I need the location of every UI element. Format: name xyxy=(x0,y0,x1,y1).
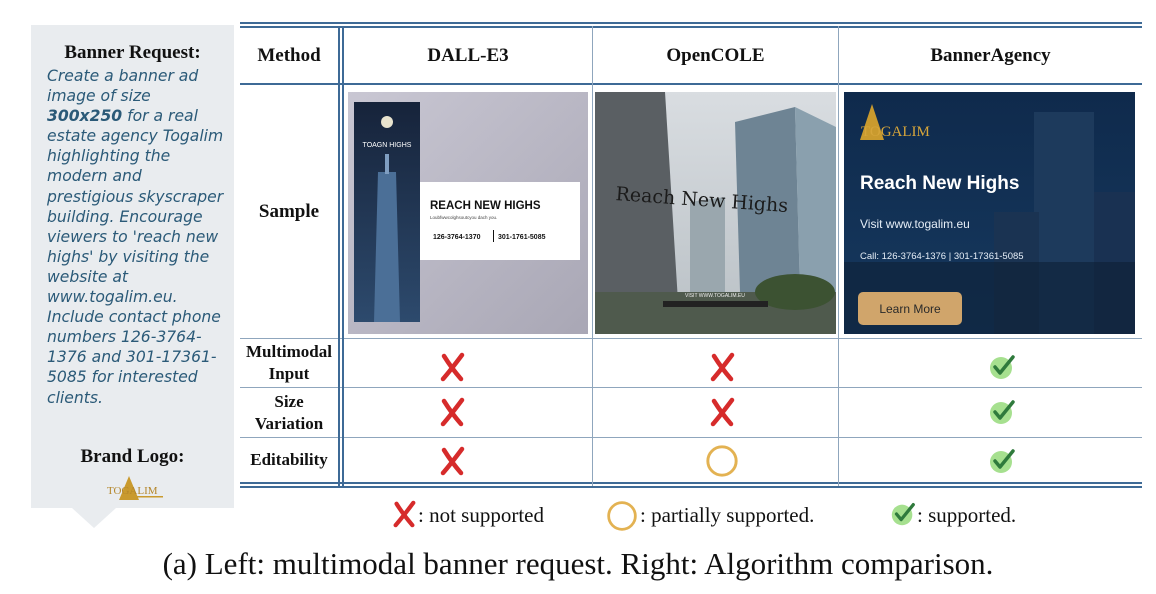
brand-logo-title: Brand Logo: xyxy=(80,446,185,467)
support-check-icon xyxy=(987,352,1017,387)
row-label-size-variation: Size Variation xyxy=(254,391,324,433)
opencole-footer-text: VISIT WWW.TOGALIM.EU xyxy=(685,293,745,299)
request-size: 300x250 xyxy=(47,107,123,126)
dalle-tower-title: TOAGN HIGHS xyxy=(363,142,412,149)
support-cross-icon xyxy=(707,397,737,432)
dalle3-sample-image: TOAGN HIGHS REACH NEW HIGHS Loubfwwcolgh… xyxy=(348,92,588,334)
opencole-trees xyxy=(755,274,835,310)
header-rule xyxy=(240,83,1142,85)
banneragency-logo-text: TOGALIM xyxy=(861,124,930,140)
dalle-headline: REACH NEW HIGHS xyxy=(430,200,541,212)
table-top-rule xyxy=(240,26,1142,28)
banner-request-panel: Banner Request: Create a banner ad image… xyxy=(31,25,234,508)
header-dalle3: DALL-E3 xyxy=(427,44,509,66)
support-circle-icon xyxy=(705,444,739,483)
header-opencole: OpenCOLE xyxy=(666,44,765,66)
dalle-info-card xyxy=(420,182,580,260)
banner-request-title: Banner Request: xyxy=(64,42,201,63)
row-divider xyxy=(240,387,1142,388)
column-divider xyxy=(592,26,593,486)
dalle-phone-b: 301-1761-5085 xyxy=(498,234,546,241)
row-label-multimodal-input: Multimodal Input xyxy=(246,342,332,383)
table-bottom-rule xyxy=(240,482,1142,484)
support-cross-icon xyxy=(437,397,467,432)
support-check-icon xyxy=(987,446,1017,481)
legend-not-supported: : not supported xyxy=(418,503,544,527)
banner-request-text: Create a banner ad image of size 300x250… xyxy=(47,66,227,408)
dalle-phone-divider xyxy=(493,230,494,242)
column-divider xyxy=(838,26,839,486)
support-check-icon xyxy=(987,397,1017,432)
table-bottom-rule xyxy=(240,486,1142,488)
banneragency-sample-image: TOGALIM Reach New Highs Visit www.togali… xyxy=(844,92,1135,334)
support-cross-icon xyxy=(707,352,737,387)
table-top-rule xyxy=(240,22,1142,24)
header-banneragency: BannerAgency xyxy=(930,44,1051,66)
banneragency-visit-text: Visit www.togalim.eu xyxy=(860,217,970,231)
row-label-sample: Sample xyxy=(258,200,320,222)
banneragency-call-text: Call: 126-3764-1376 | 301-17361-5085 xyxy=(860,251,1024,262)
legend-supported: : supported. xyxy=(917,503,1017,527)
figure-caption: (a) Left: multimodal banner request. Rig… xyxy=(162,546,994,581)
banneragency-learn-more-button xyxy=(858,292,962,325)
opencole-mid-building xyxy=(690,197,725,292)
method-column-rule xyxy=(342,26,344,486)
legend-partially-supported: : partially supported. xyxy=(640,503,815,527)
opencole-footer-bar xyxy=(663,301,768,307)
support-cross-icon xyxy=(437,352,467,387)
opencole-glass-tower-side xyxy=(795,107,836,302)
row-divider xyxy=(240,437,1142,438)
legend-check-icon xyxy=(889,500,917,533)
dalle-phone-a: 126-3764-1370 xyxy=(433,234,481,241)
row-divider xyxy=(240,338,1142,339)
request-text-part: for a real estate agency Togalim highlig… xyxy=(47,107,224,407)
dalle-moon-shape xyxy=(381,116,393,128)
speech-bubble-tail xyxy=(72,508,116,528)
dalle-subtext: Loubfwwcolghsoutcyou dach you. xyxy=(430,215,497,220)
opencole-sample-image: Reach New Highs VISIT WWW.TOGALIM.EU xyxy=(595,92,836,334)
brand-logo: TOGALIM xyxy=(107,476,163,500)
logo-triangle-shape xyxy=(119,476,139,500)
dalle-spire-shape xyxy=(385,154,389,174)
support-cross-icon xyxy=(437,446,467,481)
legend-cross-icon xyxy=(390,500,418,533)
header-method: Method xyxy=(257,44,321,66)
logo-underline xyxy=(133,496,163,498)
comparison-table: Method DALL-E3 OpenCOLE BannerAgency Sam… xyxy=(240,22,1142,488)
method-column-rule xyxy=(338,26,340,486)
banneragency-logo-shape xyxy=(860,104,884,140)
legend-circle-icon xyxy=(606,500,638,537)
banneragency-learn-more-label: Learn More xyxy=(879,302,941,316)
row-label-editability: Editability xyxy=(250,450,328,469)
banneragency-headline: Reach New Highs xyxy=(860,173,1019,194)
opencole-curved-building xyxy=(595,92,680,334)
request-text-part: Create a banner ad image of size xyxy=(47,67,199,106)
opencole-glass-tower xyxy=(735,107,800,292)
logo-text: TOGALIM xyxy=(107,485,158,497)
dalle-skyscraper-shape xyxy=(374,172,400,322)
